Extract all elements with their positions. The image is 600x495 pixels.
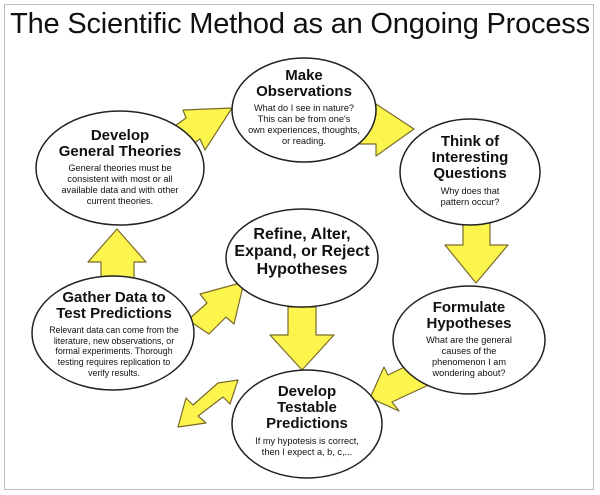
node-heading: Gather Data to Test Predictions [56, 289, 172, 323]
node-heading: Develop Testable Predictions [266, 383, 348, 433]
arrow-predictions-to-gather-data [177, 379, 239, 428]
node-gather-data: Gather Data to Test Predictions Relevant… [36, 289, 192, 378]
node-heading: Make Observations [256, 67, 352, 101]
node-make-observations: Make Observations What do I see in natur… [239, 67, 369, 148]
node-description: General theories must be consistent with… [61, 163, 179, 207]
node-think-questions: Think of Interesting Questions Why does … [405, 133, 535, 208]
node-refine-hypotheses: Refine, Alter, Expand, or Reject Hypothe… [228, 226, 376, 278]
node-formulate-hypotheses: Formulate Hypotheses What are the genera… [398, 299, 540, 380]
arrow-questions-to-hypotheses [444, 221, 509, 284]
node-description: Relevant data can come from the literatu… [49, 325, 179, 378]
node-heading: Formulate Hypotheses [426, 299, 512, 333]
ellipses [31, 57, 546, 479]
node-description: If my hypotesis is correct, then I expec… [255, 435, 359, 457]
ellipse-formulate-hypotheses [392, 285, 546, 395]
ellipse-develop-theories [35, 110, 205, 226]
node-description: What are the general causes of the pheno… [426, 335, 512, 379]
page-title: The Scientific Method as an Ongoing Proc… [10, 8, 590, 40]
arrow-gather-data-to-theories [87, 228, 147, 283]
ellipse-think-questions [399, 118, 541, 226]
ellipse-refine-hypotheses [225, 208, 379, 308]
node-description: What do I see in nature? This can be fro… [248, 103, 360, 147]
arrow-gather-data-to-refine [187, 281, 245, 335]
arrow-refine-to-predictions [269, 306, 335, 371]
ellipse-make-observations [231, 57, 377, 163]
node-heading: Refine, Alter, Expand, or Reject Hypothe… [234, 226, 370, 278]
node-develop-theories: Develop General Theories General theorie… [40, 127, 200, 208]
node-description: Why does that pattern occur? [440, 185, 500, 207]
node-develop-predictions: Develop Testable Predictions If my hypot… [237, 383, 377, 458]
node-heading: Develop General Theories [58, 127, 182, 161]
ellipse-gather-data [31, 275, 195, 391]
node-heading: Think of Interesting Questions [431, 133, 509, 183]
ellipse-develop-predictions [231, 369, 383, 479]
